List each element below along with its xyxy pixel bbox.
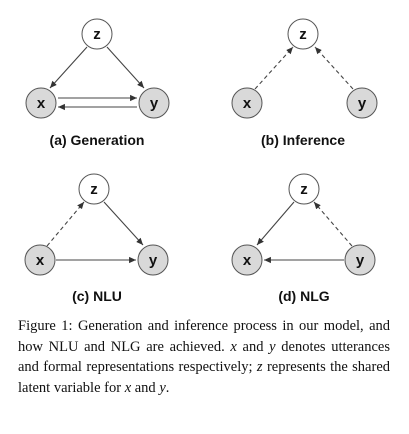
node-x-label: x bbox=[37, 95, 46, 112]
caption-var-z: z bbox=[256, 359, 263, 375]
node-z-label: z bbox=[90, 181, 98, 198]
caption-var-y-2: y bbox=[159, 379, 166, 396]
node-y bbox=[344, 244, 376, 276]
node-x bbox=[231, 87, 263, 119]
caption-mid-2: represents the shared latent variable fo… bbox=[18, 359, 391, 396]
caption-end: . bbox=[165, 379, 170, 396]
panel-caption-nlg: (d) NLG bbox=[278, 288, 329, 304]
figure-caption: Figure 1: Generation and inference proce… bbox=[18, 316, 390, 398]
panel-generation: z x y (a) Generation bbox=[25, 18, 170, 148]
node-z-label: z bbox=[300, 181, 308, 198]
caption-and-2: and bbox=[131, 379, 160, 396]
edge-z-to-x bbox=[49, 46, 88, 89]
edge-z-to-y bbox=[103, 201, 144, 246]
panel-nlu: z x y (c) NLU bbox=[24, 173, 169, 304]
panel-caption-inference: (b) Inference bbox=[261, 132, 345, 148]
node-x-label: x bbox=[36, 252, 45, 269]
node-y-label: y bbox=[356, 252, 365, 269]
edge-y-to-z bbox=[314, 46, 354, 90]
edge-y-to-z bbox=[313, 201, 353, 247]
node-y-label: y bbox=[149, 252, 158, 269]
node-y-label: y bbox=[358, 95, 367, 112]
caption-and: and bbox=[236, 338, 270, 355]
panel-inference: z x y (b) Inference bbox=[231, 18, 378, 148]
node-z-label: z bbox=[93, 26, 101, 43]
node-y-label: y bbox=[150, 95, 159, 112]
caption-var-y: y bbox=[269, 338, 276, 355]
node-y bbox=[346, 87, 378, 119]
edge-x-to-z bbox=[46, 201, 85, 247]
node-x bbox=[24, 244, 56, 276]
node-y bbox=[137, 244, 169, 276]
node-x bbox=[25, 87, 57, 119]
node-z bbox=[81, 18, 113, 50]
edge-z-to-x bbox=[256, 201, 295, 246]
node-z bbox=[287, 18, 319, 50]
figure-diagram: z x y (a) Generation z x y (b) Inference… bbox=[24, 18, 378, 304]
caption-var-x-2: x bbox=[124, 379, 132, 396]
caption-prefix: Figure 1: Generation and inference proce… bbox=[18, 318, 390, 355]
node-y bbox=[138, 87, 170, 119]
node-x bbox=[231, 244, 263, 276]
node-x-label: x bbox=[243, 252, 252, 269]
panel-nlg: z x y (d) NLG bbox=[231, 173, 376, 304]
edge-x-to-z bbox=[254, 46, 294, 90]
panel-caption-nlu: (c) NLU bbox=[72, 288, 122, 304]
edge-z-to-y bbox=[106, 46, 145, 89]
caption-var-x: x bbox=[230, 338, 237, 355]
caption-mid: denotes utterances and formal representa… bbox=[18, 338, 391, 376]
node-z bbox=[78, 173, 110, 205]
node-z bbox=[288, 173, 320, 205]
node-x-label: x bbox=[243, 95, 252, 112]
panel-caption-generation: (a) Generation bbox=[50, 132, 145, 148]
node-z-label: z bbox=[299, 26, 307, 43]
